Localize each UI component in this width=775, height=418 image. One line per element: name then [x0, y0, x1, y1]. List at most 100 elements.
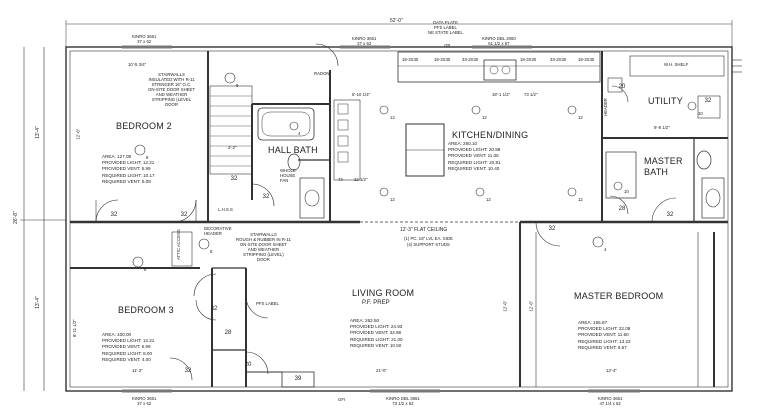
- radon-label: RADON: [314, 71, 330, 76]
- fixture-label: 12: [482, 115, 487, 120]
- utility-width-dim: 9'-8 1/2": [654, 125, 670, 130]
- pfs-label: PFS LABEL: [256, 301, 279, 306]
- washer: [607, 77, 623, 93]
- door-number: 32: [180, 212, 188, 218]
- door-swing: [315, 43, 339, 67]
- door-swing: [193, 273, 217, 297]
- door-number: 32: [230, 176, 238, 182]
- hall-dim: 5'-10 1/4": [352, 92, 371, 97]
- beam-dim: 12'-3" FLAT CEILING: [400, 227, 448, 233]
- door-number: 32: [666, 212, 674, 218]
- exterior-wall-inner: [69, 50, 729, 388]
- decorative-header-label: DECORATIVE HEADER: [204, 226, 232, 236]
- kitchen-counter: [397, 51, 601, 83]
- cabinet-label: 18-3X30: [402, 57, 419, 62]
- fixture-label: 12: [390, 197, 395, 202]
- fixture-label: 8: [144, 267, 147, 272]
- room-name-living: LIVING ROOM: [352, 288, 415, 298]
- lhss-label: L.H.S.S: [218, 207, 233, 212]
- light-fixture: [567, 187, 577, 197]
- cabinet-label: 18-3X30: [520, 57, 537, 62]
- door-swing: [95, 199, 119, 223]
- fixture-label: 4: [298, 131, 301, 136]
- light-fixture: [198, 238, 210, 250]
- fixture-label: 4: [604, 247, 607, 252]
- small-dim-2: 22 1/2": [354, 177, 368, 182]
- overall-width-dim: 52'-0": [390, 18, 403, 24]
- fixture-label: 12: [578, 197, 583, 202]
- door-swing: [651, 197, 677, 223]
- door-number: 20: [618, 84, 626, 90]
- attic-access-label: ATTIC ACCESS: [176, 229, 181, 260]
- bedroom2-depth-dim: 12'-6": [75, 128, 81, 140]
- door-number: 32: [262, 194, 270, 200]
- or-label: OR: [444, 43, 451, 48]
- beam-notes: (1) PC. 18" LVL EA. SIDE(4) SUPPORT STUD…: [404, 236, 453, 247]
- living-depth-dim: 12'-6": [502, 300, 508, 312]
- master-depth-dim: 12'-6": [528, 300, 534, 312]
- door-number: 32: [548, 226, 556, 232]
- light-fixture: [379, 105, 389, 115]
- door-swing: [535, 221, 561, 247]
- toilet: [287, 153, 301, 171]
- cabinet-label: 18-3X30: [434, 57, 451, 62]
- fixture-label: 12: [390, 115, 395, 120]
- bedroom2-width-dim: 10'-5 3/4": [128, 62, 147, 67]
- cabinet-label: 33-3X30: [550, 57, 567, 62]
- fixture-label: 8: [236, 83, 239, 88]
- shower: [605, 151, 637, 199]
- cabinet-label: 33-3X30: [462, 57, 479, 62]
- door-swing: [245, 295, 269, 319]
- fixture-label: 12: [578, 115, 583, 120]
- living-sub-label: P.F. PREP: [362, 300, 390, 306]
- gfi-label: GFI: [338, 397, 346, 402]
- light-fixture: [567, 105, 577, 115]
- kitchen-dim: 18'-1 1/2": [492, 92, 511, 97]
- bathtub: [257, 107, 315, 141]
- fixture-label: 8: [210, 249, 213, 254]
- whole-house-fan-label: WHOLE HOUSE FAN: [280, 168, 296, 183]
- light-fixture: [224, 72, 236, 84]
- kitchen-sink: [483, 59, 517, 81]
- door-number: 32: [184, 368, 192, 374]
- overall-depth-dim: 26'-8": [12, 211, 19, 224]
- door-number: 32: [110, 212, 118, 218]
- room-name-hall-bath: HALL BATH: [268, 145, 318, 155]
- small-dim: 74: [338, 177, 343, 182]
- door-swing: [195, 299, 217, 321]
- master-width-dim: 13'-4": [606, 368, 617, 373]
- room-name-master-bedroom: MASTER BEDROOM: [574, 291, 664, 301]
- door-number: 28: [618, 206, 626, 212]
- door-swing: [245, 351, 269, 375]
- door-number: 39: [294, 376, 302, 382]
- attic-access: [171, 231, 193, 267]
- room-name-utility: UTILITY: [648, 96, 683, 106]
- room-name-master-bath: MASTER BATH: [644, 156, 683, 177]
- fixture-label: 10: [624, 189, 629, 194]
- light-fixture: [471, 105, 481, 115]
- vanity: [701, 177, 725, 219]
- duct-chase: [333, 99, 361, 181]
- kitchen-cab-dim: 73 1/2": [524, 92, 538, 97]
- door-swing: [173, 199, 197, 223]
- left-upper-dim: 13'-4": [34, 126, 41, 139]
- door-swing: [251, 183, 275, 207]
- hall-closet-dim: 3'-2": [228, 145, 237, 150]
- light-fixture: [475, 187, 485, 197]
- light-fixture: [687, 101, 697, 111]
- light-fixture: [613, 181, 623, 191]
- left-lower-dim: 13'-4": [34, 296, 41, 309]
- door-swing: [609, 195, 629, 215]
